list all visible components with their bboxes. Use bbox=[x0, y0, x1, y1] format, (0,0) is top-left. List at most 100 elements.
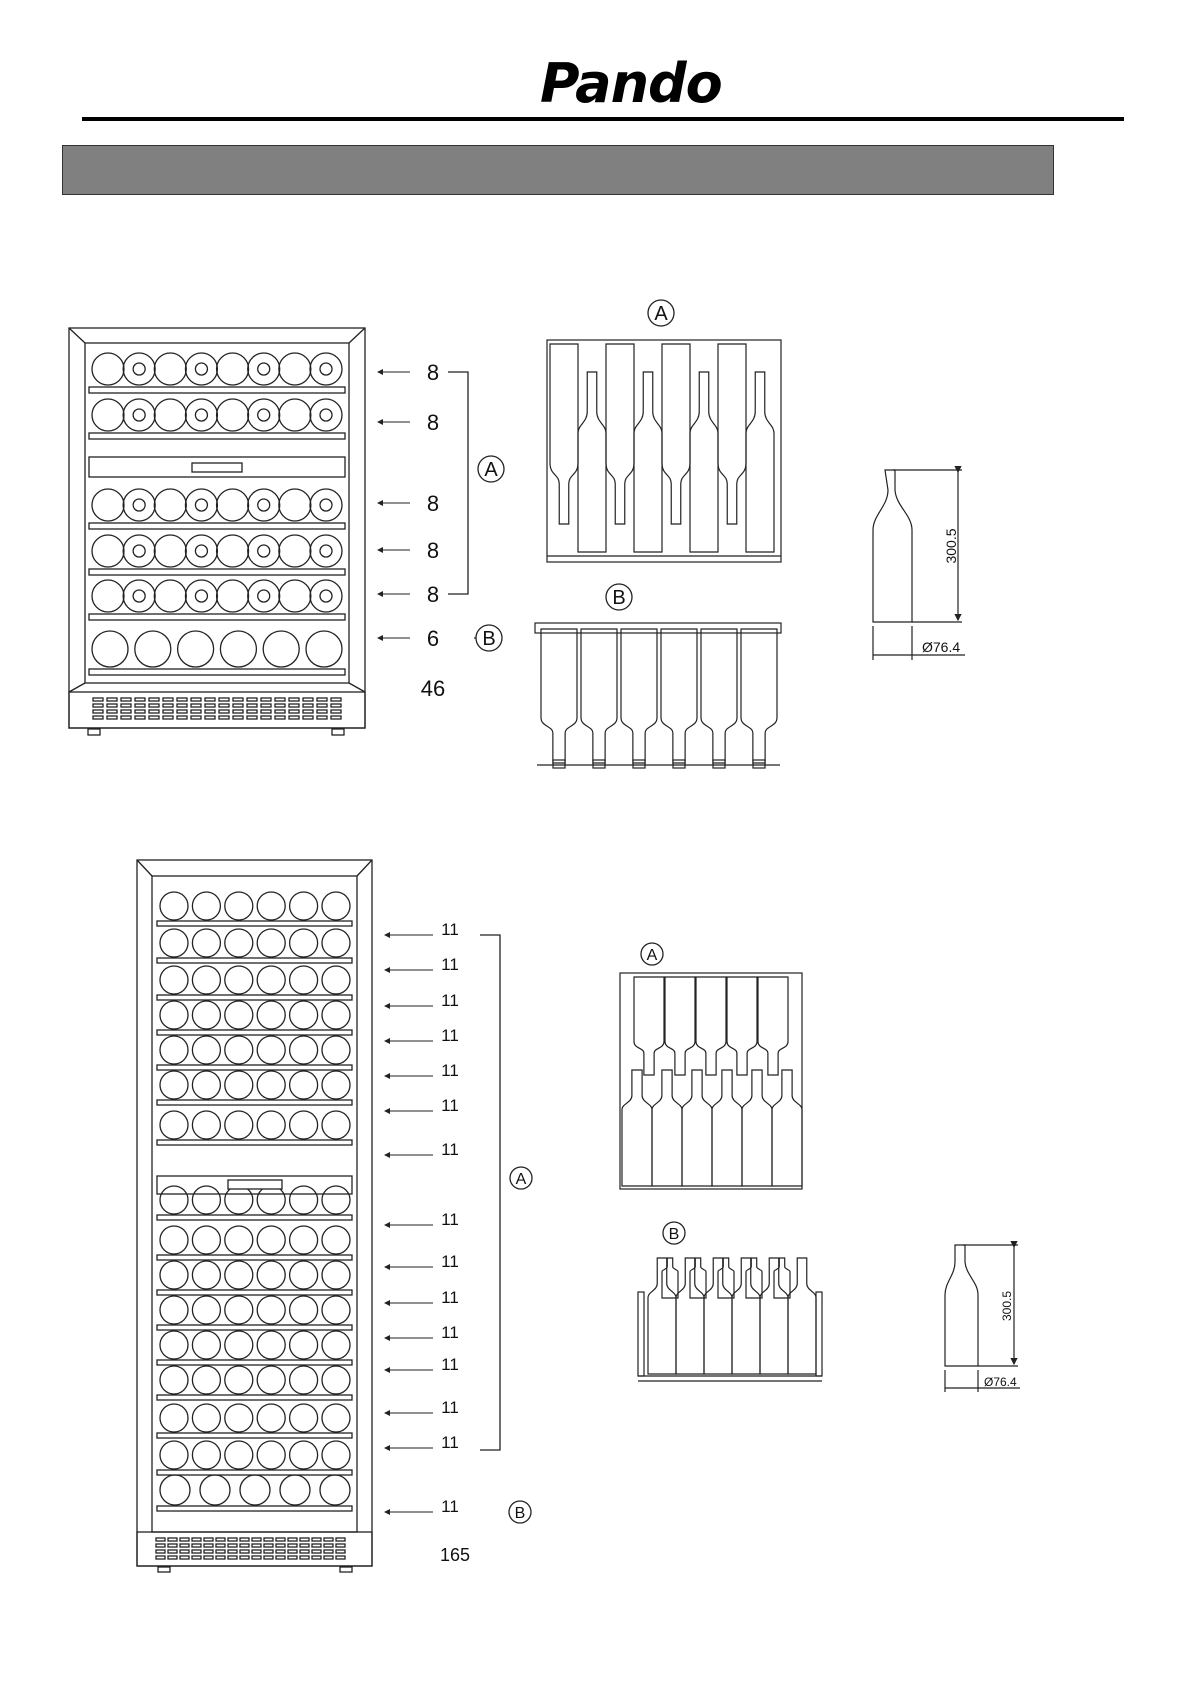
bottle-end bbox=[224, 1365, 254, 1395]
bottle-end bbox=[215, 579, 250, 613]
bottle-end bbox=[122, 398, 156, 432]
bottle-end bbox=[176, 630, 215, 668]
cabinet-165-shelf-count: 11 bbox=[441, 1433, 459, 1452]
rack-46-a-label: A bbox=[654, 303, 668, 325]
vent-slot bbox=[251, 1537, 262, 1542]
vent-slot bbox=[176, 703, 188, 708]
vent-slot bbox=[288, 697, 300, 702]
cabinet-165-shelf-count: 11 bbox=[441, 1288, 459, 1307]
vent-slot bbox=[335, 1555, 346, 1560]
bottle-46-drawing bbox=[872, 466, 965, 660]
bottle-end bbox=[321, 1035, 351, 1065]
vent-slot bbox=[167, 1549, 178, 1554]
bottle-end bbox=[159, 965, 189, 995]
vent-slot bbox=[263, 1543, 274, 1548]
cabinet-46-callout-b bbox=[475, 624, 503, 652]
cabinet-165-shelf-count: 11 bbox=[441, 1398, 459, 1417]
cabinet-165-shelf-count: 11 bbox=[441, 1026, 459, 1045]
vent-slot bbox=[134, 715, 146, 720]
vent-slot bbox=[311, 1543, 322, 1548]
bottle-end bbox=[224, 1035, 254, 1065]
vent-slot bbox=[148, 697, 160, 702]
bottle-165-drawing bbox=[944, 1241, 1020, 1392]
rack-side bbox=[815, 1291, 823, 1377]
bottle-end bbox=[278, 352, 312, 386]
shelf-rail bbox=[156, 1469, 353, 1476]
bottle-end bbox=[159, 1295, 189, 1325]
bottle-neck bbox=[132, 589, 146, 603]
shelf-rail bbox=[156, 1139, 353, 1146]
bottle-end bbox=[191, 1295, 222, 1325]
vent-slot bbox=[323, 1555, 334, 1560]
bottle-end bbox=[262, 630, 300, 668]
bottle-neck bbox=[319, 408, 333, 422]
vent-slot bbox=[288, 709, 300, 714]
bottle-neck bbox=[257, 544, 271, 558]
bottle-end bbox=[191, 1035, 222, 1065]
vent-slot bbox=[316, 697, 328, 702]
bottle-neck bbox=[194, 498, 209, 512]
vent-slot bbox=[323, 1537, 334, 1542]
vent-slot bbox=[190, 709, 202, 714]
vent-slot bbox=[311, 1537, 322, 1542]
bottle-end bbox=[278, 488, 312, 522]
bottle-end bbox=[321, 928, 351, 958]
bottle-end bbox=[159, 928, 189, 958]
vent-slot bbox=[239, 1549, 250, 1554]
bottle-end bbox=[215, 398, 250, 432]
vent-slot bbox=[148, 703, 160, 708]
vent-slot bbox=[323, 1543, 334, 1548]
bottle-end bbox=[288, 1440, 319, 1470]
rack-46-callout-a bbox=[647, 299, 675, 327]
bottle-end bbox=[278, 534, 312, 568]
rack-165-callout-a bbox=[640, 942, 664, 966]
vent-slot bbox=[120, 709, 132, 714]
vent-slot bbox=[302, 709, 314, 714]
cabinet-46-total: 46 bbox=[421, 676, 445, 701]
shelf-rail bbox=[156, 1254, 353, 1261]
vent-slot bbox=[239, 1543, 250, 1548]
vent-slot bbox=[204, 709, 216, 714]
cabinet-165-total: 165 bbox=[440, 1545, 470, 1565]
vent-slot bbox=[260, 703, 272, 708]
vent-slot bbox=[246, 715, 258, 720]
shelf-rail bbox=[156, 920, 353, 927]
rack-foot bbox=[592, 759, 606, 769]
bottle-outline bbox=[787, 1257, 817, 1375]
vent-slot bbox=[106, 715, 118, 720]
bottle-outline bbox=[726, 976, 758, 1076]
vent-slot bbox=[288, 703, 300, 708]
bottle-46-diameter: Ø76.4 bbox=[922, 639, 960, 655]
vent-slot bbox=[274, 715, 286, 720]
bottle-outline bbox=[689, 371, 719, 553]
bottle-end bbox=[309, 352, 343, 386]
rack-46-callout-b bbox=[605, 583, 633, 611]
vent-slot bbox=[190, 715, 202, 720]
bottle-end bbox=[159, 1225, 189, 1255]
bottle-neck bbox=[194, 362, 209, 376]
vent-slot bbox=[106, 697, 118, 702]
shelf-rail bbox=[88, 522, 346, 530]
vent-slot bbox=[176, 715, 188, 720]
bottle-end bbox=[321, 1365, 351, 1395]
bottle-end bbox=[224, 1070, 254, 1100]
bottle-end bbox=[256, 891, 286, 921]
bottle-end bbox=[159, 1365, 189, 1395]
bottle-end bbox=[224, 1000, 254, 1030]
bottle-end bbox=[153, 352, 187, 386]
bottle-end bbox=[288, 1260, 319, 1290]
bottle-end bbox=[256, 1035, 286, 1065]
bottle-end bbox=[321, 1440, 351, 1470]
bottle-neck bbox=[132, 544, 146, 558]
vent-slot bbox=[246, 697, 258, 702]
bottle-end bbox=[321, 1185, 351, 1215]
vent-slot bbox=[191, 1543, 202, 1548]
bottle-neck bbox=[319, 498, 333, 512]
vent-slot bbox=[232, 709, 244, 714]
vent-slot bbox=[120, 697, 132, 702]
bottle-outline bbox=[745, 1257, 763, 1299]
vent-slot bbox=[155, 1537, 166, 1542]
bottle-end bbox=[321, 1110, 351, 1140]
vent-slot bbox=[190, 703, 202, 708]
shelf-rail bbox=[88, 613, 346, 621]
